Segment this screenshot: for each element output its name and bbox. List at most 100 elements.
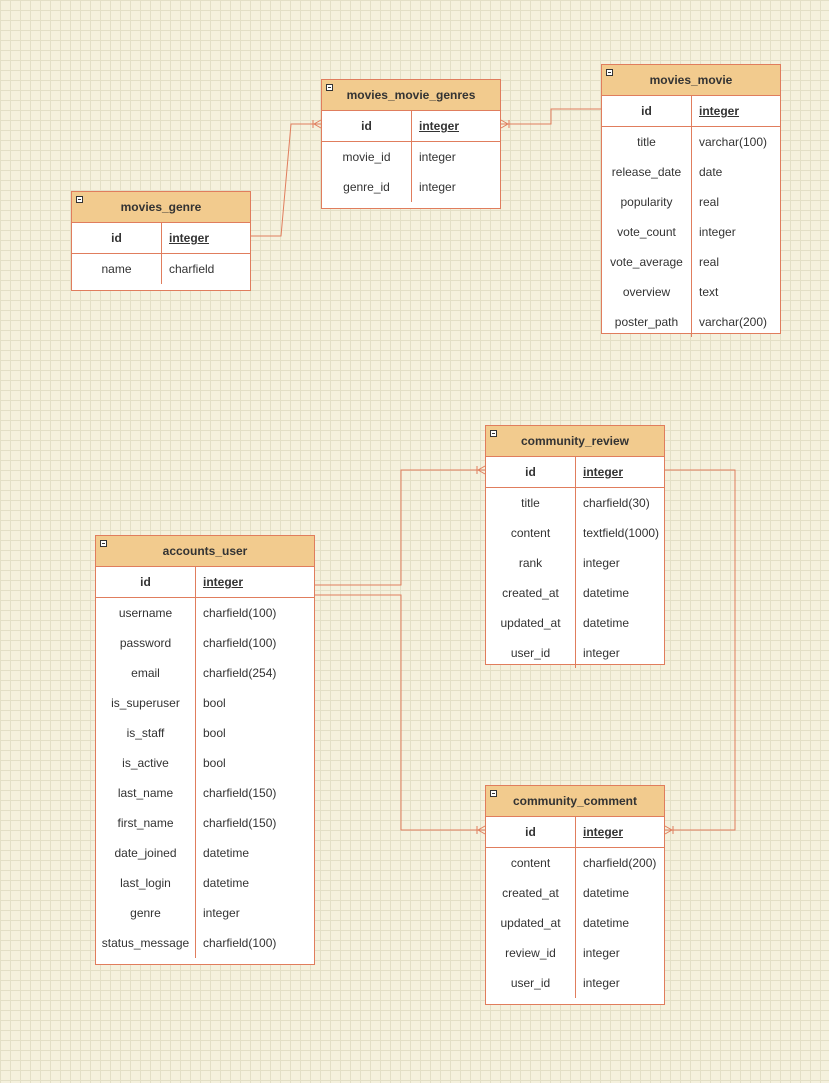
field-type: textfield(1000) [583, 526, 660, 540]
relation-accounts-user-to-community-review[interactable] [315, 465, 486, 586]
field-type: charfield [169, 262, 215, 276]
connector-line[interactable] [315, 594, 485, 831]
field-row[interactable]: overview text [602, 277, 780, 307]
field-type: charfield(200) [583, 856, 657, 870]
field-type: charfield(150) [203, 786, 277, 800]
table-header[interactable]: community_review [486, 426, 664, 457]
field-name: last_name [96, 778, 196, 808]
connector-line[interactable] [315, 469, 485, 586]
table-header[interactable]: movies_movie [602, 65, 780, 96]
field-name: id [486, 457, 576, 487]
field-row[interactable]: last_name charfield(150) [96, 778, 314, 808]
primary-key-row[interactable]: id integer [96, 567, 314, 598]
field-type: charfield(100) [203, 636, 277, 650]
table-header[interactable]: accounts_user [96, 536, 314, 567]
field-name: status_message [96, 928, 196, 958]
field-name: genre [96, 898, 196, 928]
collapse-icon[interactable] [606, 69, 613, 76]
relation-movies-genre-to-movies-movie-genres[interactable] [251, 119, 322, 237]
collapse-icon[interactable] [100, 540, 107, 547]
field-row[interactable]: user_id integer [486, 638, 664, 668]
table-header[interactable]: community_comment [486, 786, 664, 817]
field-type: integer [583, 556, 620, 570]
connector-line[interactable] [251, 123, 321, 237]
collapse-icon[interactable] [490, 430, 497, 437]
collapse-icon[interactable] [490, 790, 497, 797]
field-name: review_id [486, 938, 576, 968]
relation-accounts-user-to-community-comment[interactable] [315, 594, 486, 835]
field-row[interactable]: content textfield(1000) [486, 518, 664, 548]
field-name: updated_at [486, 908, 576, 938]
field-type: integer [583, 825, 624, 839]
field-name: user_id [486, 638, 576, 668]
field-name: id [96, 567, 196, 597]
table-header[interactable]: movies_movie_genres [322, 80, 500, 111]
field-name: title [486, 488, 576, 518]
field-name: genre_id [322, 172, 412, 202]
crows-foot-icon [664, 825, 674, 835]
field-type: integer [583, 646, 620, 660]
field-row[interactable]: updated_at datetime [486, 908, 664, 938]
field-type: text [699, 285, 719, 299]
connector-line[interactable] [665, 469, 736, 831]
field-name: content [486, 518, 576, 548]
crows-foot-icon [476, 825, 486, 835]
relation-community-review-to-community-comment[interactable] [664, 469, 736, 835]
field-type: real [699, 195, 720, 209]
table-header[interactable]: movies_genre [72, 192, 250, 223]
field-type: datetime [583, 916, 630, 930]
collapse-icon[interactable] [76, 196, 83, 203]
crows-foot-icon [312, 119, 322, 129]
field-name: first_name [96, 808, 196, 838]
field-type: datetime [203, 876, 250, 890]
field-type: bool [203, 756, 226, 770]
connector-line[interactable] [501, 108, 601, 125]
field-name: id [72, 223, 162, 253]
collapse-icon[interactable] [326, 84, 333, 91]
field-name: overview [602, 277, 692, 307]
relation-movies-movie-to-movies-movie-genres[interactable] [500, 108, 601, 129]
field-type: integer [203, 575, 244, 589]
